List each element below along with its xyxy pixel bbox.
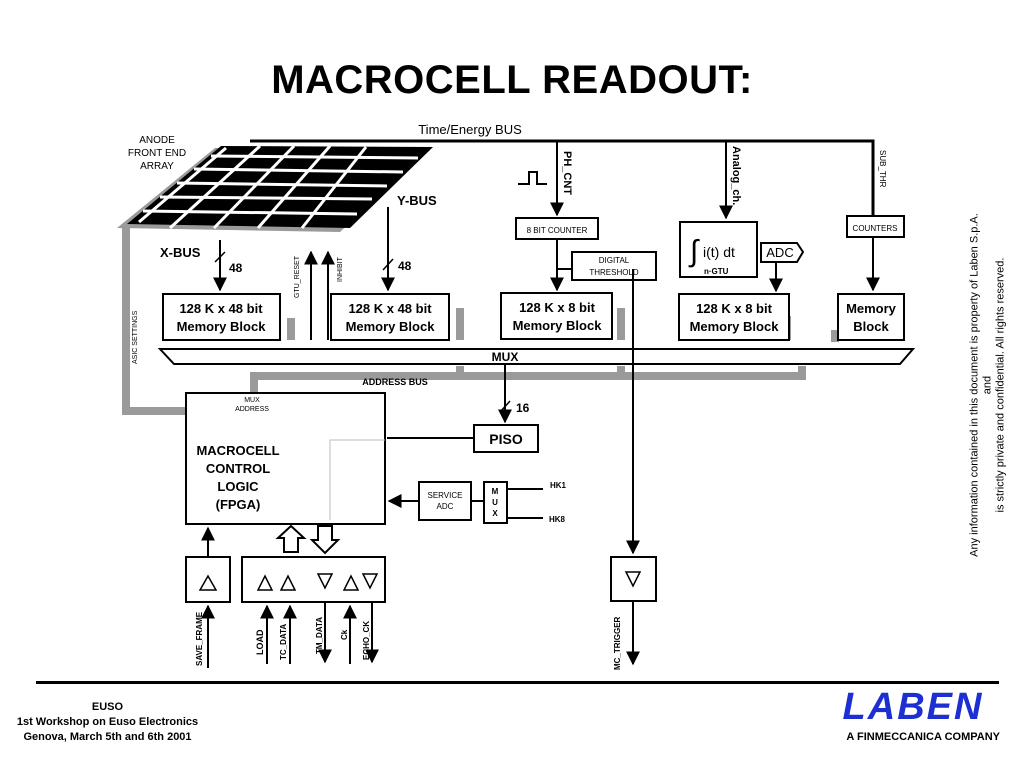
mem3-line1: 128 K x 8 bit — [519, 300, 596, 315]
piso-box — [473, 424, 539, 453]
hollow-up-arrow — [275, 524, 307, 553]
digital-threshold-box — [571, 251, 657, 281]
x-bus-width: 48 — [229, 261, 243, 275]
counters-label: COUNTERS — [853, 224, 898, 233]
service-adc-line1: SERVICE — [428, 491, 463, 500]
digital-threshold-line1: DIGITAL — [599, 256, 630, 265]
control-logic-line1: MACROCELL — [196, 443, 279, 458]
small-mux-x: X — [492, 509, 498, 518]
y-bus-width: 48 — [398, 259, 412, 273]
time-energy-bus-label: Time/Energy BUS — [418, 122, 522, 137]
memory-block-1 — [162, 293, 281, 341]
mux-bar — [157, 348, 916, 365]
mem4-line1: 128 K x 8 bit — [696, 301, 773, 316]
tm-data-label: TM_DATA — [315, 617, 324, 654]
asic-settings-bus — [122, 228, 186, 415]
mem3-line2: Memory Block — [513, 318, 603, 333]
footer-place-date: Genova, March 5th and 6th 2001 — [23, 731, 192, 743]
control-logic-box — [185, 392, 386, 525]
company-tagline: A FINMECCANICA COMPANY — [846, 731, 1000, 743]
slide-title: MACROCELL READOUT: — [271, 58, 753, 102]
analog-ch-label: Analog_ch. — [730, 146, 742, 205]
mem5-line2: Block — [853, 319, 889, 334]
counter-8bit-label: 8 BIT COUNTER — [527, 226, 588, 235]
grey-buses — [122, 228, 839, 415]
mux-address-line2: ADDRESS — [235, 406, 269, 413]
piso-label: PISO — [489, 431, 523, 447]
memory-block-2 — [330, 293, 450, 341]
mem1-line1: 128 K x 48 bit — [179, 301, 263, 316]
anode-front-end-array: ANODE FRONT END ARRAY — [117, 135, 433, 232]
integral-sign: ∫ — [688, 235, 700, 268]
address-bus-label: ADDRESS BUS — [362, 377, 428, 387]
anode-label-line1: ANODE — [139, 135, 175, 146]
control-logic-line2: CONTROL — [206, 461, 270, 476]
integrator-sub-label: n·GTU — [704, 267, 729, 276]
confidentiality-notice: Any information contained in this docume… — [969, 205, 1008, 565]
sub-thr-label: SUB_THR — [878, 150, 887, 188]
piso-width: 16 — [516, 401, 530, 415]
mc-trigger-label: MC_TRIGGER — [613, 616, 622, 670]
save-frame-label: SAVE_FRAME — [195, 611, 204, 666]
service-adc-box — [418, 481, 472, 521]
tc-data-label: TC_DATA — [279, 624, 288, 660]
gtu-reset-label: GTU_RESET — [294, 255, 301, 298]
mem2-line2: Memory Block — [346, 319, 436, 334]
ph-cnt-label: PH_CNT — [561, 151, 573, 195]
counters-box — [846, 215, 905, 238]
integrator-label: i(t) dt — [703, 244, 735, 260]
address-bus — [250, 366, 806, 396]
footer-event-info: EUSO 1st Workshop on Euso Electronics Ge… — [0, 700, 215, 745]
mem1-line2: Memory Block — [177, 319, 267, 334]
asic-settings-label: ASIC SETTINGS — [132, 310, 139, 364]
adc-block — [760, 242, 805, 263]
anode-label-line2: FRONT END — [128, 148, 186, 159]
mem4-line2: Memory Block — [690, 319, 780, 334]
hollow-down-arrow — [309, 525, 341, 555]
mux-label: MUX — [492, 350, 519, 364]
integrator-box — [679, 221, 758, 278]
echo-ck-label: ECHO_CK — [362, 621, 371, 660]
small-mux-box — [483, 481, 508, 524]
memory-block-5 — [837, 293, 905, 341]
adc-label: ADC — [766, 245, 793, 260]
pulse-icon — [518, 171, 547, 185]
memory-blocks — [162, 292, 905, 341]
control-logic-line4: (FPGA) — [216, 497, 261, 512]
mux-address-line1: MUX — [244, 397, 260, 404]
footer-workshop: 1st Workshop on Euso Electronics — [16, 716, 199, 728]
small-mux-u: U — [492, 498, 498, 507]
laben-logo: LABEN — [842, 686, 984, 728]
inhibit-label: INHIBIT — [337, 256, 344, 282]
anode-label-line3: ARRAY — [140, 161, 174, 172]
mem5-line1: Memory — [846, 301, 897, 316]
memory-block-4 — [678, 293, 790, 341]
load-label: LOAD — [255, 629, 265, 655]
service-adc-line2: ADC — [437, 502, 454, 511]
footer-divider — [36, 681, 999, 684]
time-energy-bus — [250, 139, 875, 215]
hk1-label: HK1 — [550, 481, 567, 490]
footer-event: EUSO — [91, 701, 124, 713]
ck-label: Ck — [340, 629, 349, 640]
control-logic-line3: LOGIC — [217, 479, 259, 494]
hk8-label: HK8 — [549, 515, 566, 524]
x-bus-label: X-BUS — [160, 245, 201, 260]
small-mux-m: M — [492, 487, 499, 496]
confidentiality-line1: Any information contained in this docume… — [968, 213, 994, 557]
digital-threshold-line2: THRESHOLD — [589, 268, 639, 277]
memory-block-3 — [500, 292, 613, 340]
confidentiality-line2: is strictly private and confidential. Al… — [994, 257, 1007, 513]
mem2-line1: 128 K x 48 bit — [348, 301, 432, 316]
y-bus-label: Y-BUS — [397, 193, 437, 208]
